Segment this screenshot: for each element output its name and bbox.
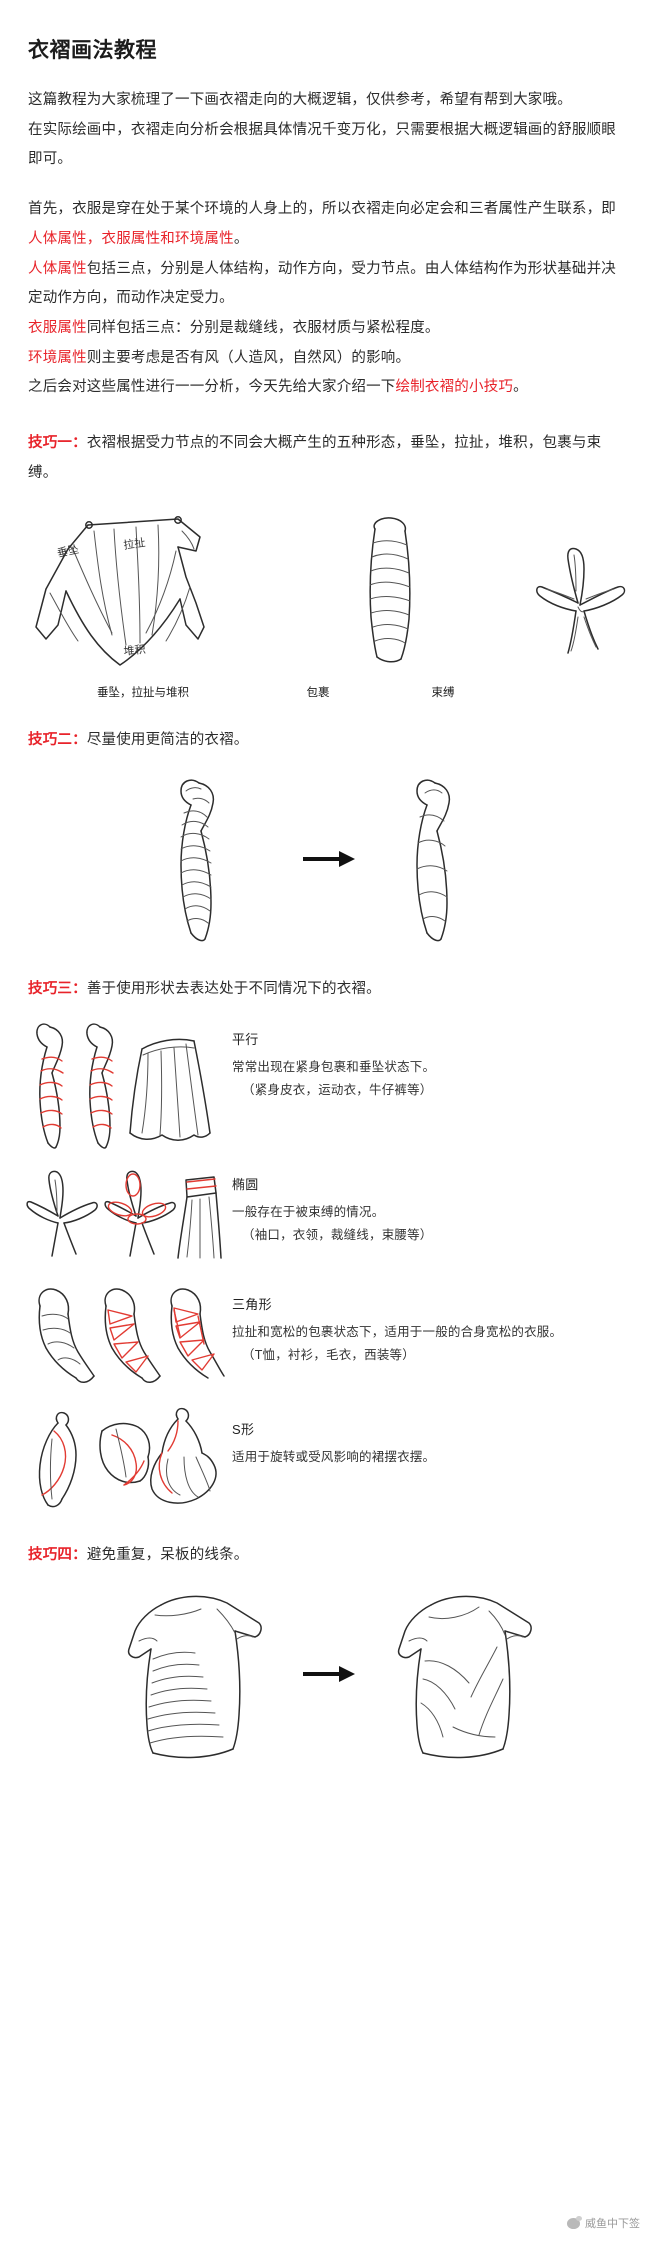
shape-desc-triangle: 拉扯和宽松的包裹状态下，适用于一般的合身宽松的衣服。: [232, 1325, 563, 1340]
figure-drape-pull-pile: 垂坠 拉扯 堆积: [35, 515, 205, 666]
weibo-icon: [567, 2215, 582, 2229]
tip-1-figures: 垂坠 拉扯 堆积: [28, 507, 630, 700]
shape-examples-parallel: （紧身皮衣，运动衣，牛仔裤等）: [242, 1083, 433, 1098]
shape-art-ellipse: [26, 1160, 222, 1270]
tip-4-label: 技巧四：: [28, 1547, 87, 1564]
environment-attribute-row: 环境属性则主要考虑是否有风（人造风，自然风）的影响。: [28, 344, 630, 374]
transform-arrow-tip2: [301, 846, 357, 872]
caption-wrap: 包裹: [306, 686, 330, 699]
clothing-attribute-text: 同样包括三点：分别是裁缝线，衣服材质与紧松程度。: [86, 320, 440, 337]
arrow-right-icon: [303, 851, 355, 868]
shape-art-triangle: [28, 1280, 225, 1395]
watermark-handle: 威鱼中下签: [585, 2218, 640, 2230]
arrow-right-icon-2: [303, 1666, 355, 1683]
tip-1-text: 衣褶根据受力节点的不同会大概产生的五种形态，垂坠，拉扯，堆积，包裹与束缚。: [28, 435, 602, 481]
tip-3-heading: 技巧三：善于使用形状去表达处于不同情况下的衣褶。: [28, 975, 630, 1005]
shape-text-triangle: 三角形 拉扯和宽松的包裹状态下，适用于一般的合身宽松的衣服。 （T恤，衬衫，毛衣…: [232, 1280, 562, 1367]
shape-art-parallel: [28, 1015, 218, 1150]
annotation-drape: 垂坠: [56, 542, 80, 559]
shape-name-s-curve: S形: [232, 1422, 255, 1438]
tip-2-figures: [28, 769, 630, 949]
shape-name-ellipse: 椭圆: [232, 1177, 259, 1193]
figure-arm-simple-folds: [416, 779, 451, 942]
environment-attribute-text: 则主要考虑是否有风（人造风，自然风）的影响。: [86, 349, 411, 366]
tip-4-figures: [28, 1587, 630, 1762]
intro-paragraph-2: 在实际绘画中，衣褶走向分析会根据具体情况千变万化，只需要根据大概逻辑画的舒服顺眼…: [28, 121, 616, 168]
transition-text-c: 。: [513, 379, 528, 396]
body-attribute-text: 包括三点，分别是人体结构，动作方向，受力节点。由人体结构作为形状基础并决定动作方…: [28, 260, 617, 307]
body-attribute-row: 人体属性包括三点，分别是人体结构，动作方向，受力节点。由人体结构作为形状基础并决…: [28, 255, 630, 314]
annotation-pull: 拉扯: [122, 535, 146, 552]
caption-bind: 束缚: [431, 686, 455, 699]
figure-wrap: [368, 516, 411, 663]
attributes-line1-c: 。: [233, 230, 249, 247]
shape-text-parallel: 平行 常常出现在紧身包裹和垂坠状态下。 （紧身皮衣，运动衣，牛仔裤等）: [232, 1015, 435, 1102]
shape-row-s-curve: S形 适用于旋转或受风影响的裙摆衣摆。: [28, 1405, 630, 1515]
tip-2-label: 技巧二：: [28, 731, 87, 748]
tip-3-label: 技巧三：: [28, 981, 87, 998]
shape-name-parallel: 平行: [232, 1032, 259, 1048]
figure-bind: [536, 547, 626, 654]
shape-desc-ellipse: 一般存在于被束缚的情况。: [232, 1205, 385, 1220]
shape-examples-ellipse: （袖口，衣领，裁缝线，束腰等）: [242, 1228, 433, 1243]
tip-1-label: 技巧一：: [28, 435, 87, 452]
shape-text-s-curve: S形 适用于旋转或受风影响的裙摆衣摆。: [232, 1405, 435, 1469]
transition-text-highlight: 绘制衣褶的小技巧: [395, 379, 514, 396]
shape-examples-triangle: （T恤，衬衫，毛衣，西装等）: [242, 1348, 415, 1363]
figure-arm-busy-folds: [180, 779, 215, 942]
shape-row-parallel: 平行 常常出现在紧身包裹和垂坠状态下。 （紧身皮衣，运动衣，牛仔裤等）: [28, 1015, 630, 1150]
caption-drape-pull-pile: 垂坠，拉扯与堆积: [97, 686, 189, 699]
intro-paragraph-1: 这篇教程为大家梳理了一下画衣褶走向的大概逻辑，仅供参考，希望有帮到大家哦。: [28, 92, 572, 108]
annotation-pile: 堆积: [123, 642, 146, 657]
attributes-paragraph: 首先，衣服是穿在处于某个环境的人身上的，所以衣褶走向必定会和三者属性产生联系，即…: [28, 195, 630, 254]
page-title: 衣褶画法教程: [28, 39, 157, 62]
tip-1-caption-row: 垂坠，拉扯与堆积 包裹 束缚: [28, 684, 630, 700]
shape-row-triangle: 三角形 拉扯和宽松的包裹状态下，适用于一般的合身宽松的衣服。 （T恤，衬衫，毛衣…: [28, 1280, 630, 1395]
body-attribute-label: 人体属性: [28, 260, 87, 277]
attributes-line1-highlight: 人体属性，衣服属性和环境属性: [28, 230, 234, 247]
environment-attribute-label: 环境属性: [28, 349, 87, 366]
transition-text-a: 之后会对这些属性进行一一分析，今天先给大家介绍一下: [28, 379, 396, 396]
shape-desc-s-curve: 适用于旋转或受风影响的裙摆衣摆。: [232, 1450, 436, 1465]
clothing-attribute-row: 衣服属性同样包括三点：分别是裁缝线，衣服材质与紧松程度。: [28, 314, 630, 344]
tip-4-heading: 技巧四：避免重复，呆板的线条。: [28, 1541, 630, 1571]
shape-desc-parallel: 常常出现在紧身包裹和垂坠状态下。: [232, 1060, 436, 1075]
figure-shirt-repetitive-lines: [127, 1595, 262, 1759]
transition-paragraph: 之后会对这些属性进行一一分析，今天先给大家介绍一下绘制衣褶的小技巧。: [28, 373, 630, 403]
tip-1-heading: 技巧一：衣褶根据受力节点的不同会大概产生的五种形态，垂坠，拉扯，堆积，包裹与束缚…: [28, 429, 630, 488]
tip-2-heading: 技巧二：尽量使用更简洁的衣褶。: [28, 726, 630, 756]
clothing-attribute-label: 衣服属性: [28, 320, 87, 337]
watermark: 威鱼中下签: [567, 2215, 640, 2231]
shape-row-ellipse: 椭圆 一般存在于被束缚的情况。 （袖口，衣领，裁缝线，束腰等）: [26, 1160, 630, 1270]
shape-art-s-curve: [28, 1405, 218, 1515]
figure-shirt-varied-lines: [397, 1595, 532, 1759]
shape-text-ellipse: 椭圆 一般存在于被束缚的情况。 （袖口，衣领，裁缝线，束腰等）: [232, 1160, 433, 1247]
attributes-line1-a: 首先，衣服是穿在处于某个环境的人身上的，所以衣褶走向必定会和三者属性产生联系，即: [28, 201, 616, 218]
tip-3-text: 善于使用形状去表达处于不同情况下的衣褶。: [86, 981, 381, 998]
transform-arrow-tip4: [301, 1661, 357, 1687]
tip-4-text: 避免重复，呆板的线条。: [86, 1547, 249, 1564]
shape-name-triangle: 三角形: [232, 1297, 272, 1313]
tip-2-text: 尽量使用更简洁的衣褶。: [86, 731, 249, 748]
